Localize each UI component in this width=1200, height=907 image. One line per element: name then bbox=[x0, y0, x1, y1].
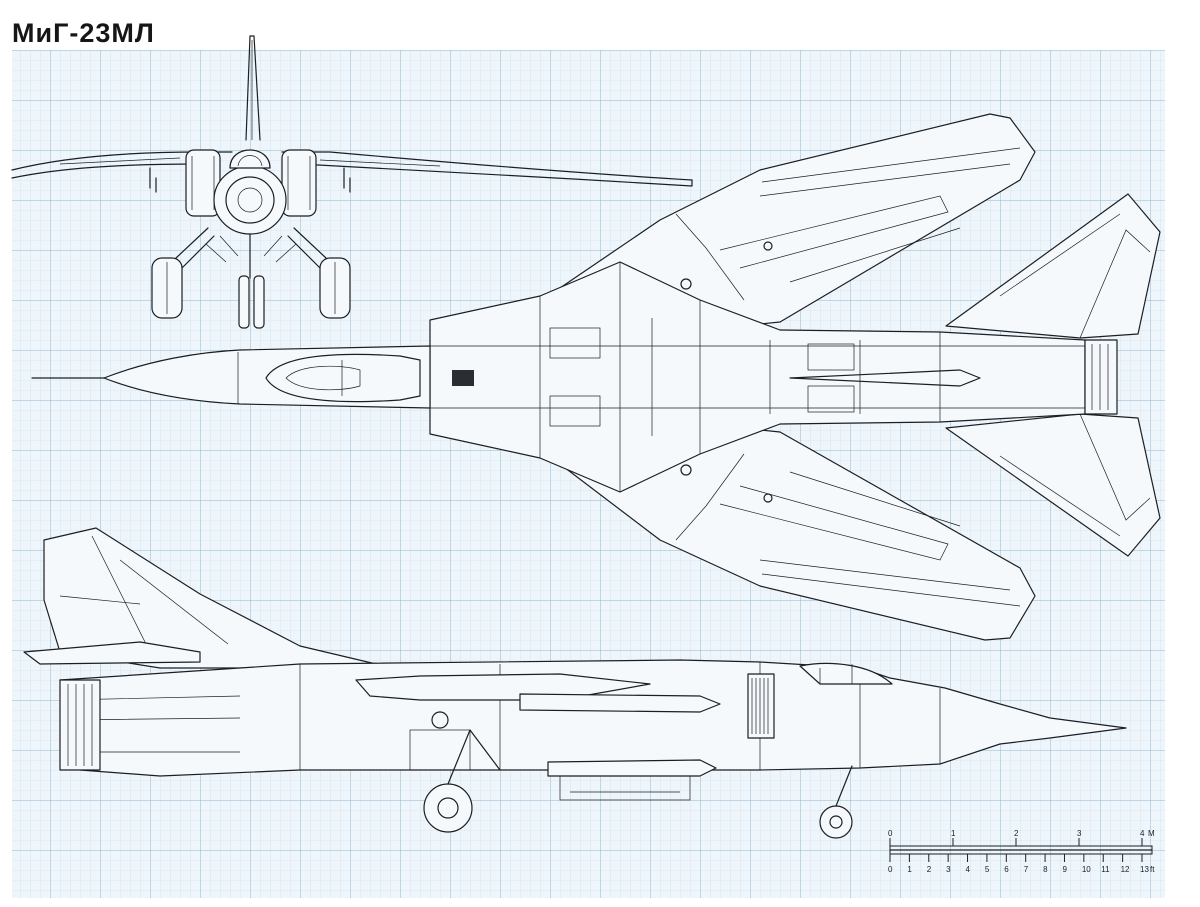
imperial-tick-label: 8 bbox=[1043, 865, 1048, 874]
imperial-tick-label: 12 bbox=[1121, 865, 1130, 874]
imperial-tick-label: 6 bbox=[1004, 865, 1009, 874]
imperial-tick-label: 3 bbox=[946, 865, 951, 874]
imperial-tick-label: 7 bbox=[1024, 865, 1029, 874]
imperial-tick-label: 9 bbox=[1062, 865, 1067, 874]
metric-tick-label: 0 bbox=[888, 829, 893, 838]
imperial-unit-label: ft bbox=[1150, 865, 1155, 874]
front-view bbox=[11, 35, 693, 329]
metric-tick-label: 3 bbox=[1077, 829, 1082, 838]
imperial-tick-label: 0 bbox=[888, 865, 893, 874]
imperial-tick-label: 11 bbox=[1101, 865, 1110, 874]
imperial-tick-label: 5 bbox=[985, 865, 990, 874]
top-view bbox=[31, 113, 1161, 641]
imperial-tick-label: 2 bbox=[927, 865, 932, 874]
metric-tick-label: 4 bbox=[1140, 829, 1145, 838]
metric-tick-label: 1 bbox=[951, 829, 956, 838]
imperial-tick-label: 13 bbox=[1140, 865, 1149, 874]
side-view bbox=[23, 527, 1127, 839]
metric-unit-label: M bbox=[1148, 829, 1155, 838]
metric-tick-label: 2 bbox=[1014, 829, 1019, 838]
drawing-title: МиГ-23МЛ bbox=[12, 18, 155, 48]
imperial-tick-label: 1 bbox=[907, 865, 912, 874]
imperial-tick-label: 10 bbox=[1082, 865, 1091, 874]
imperial-tick-label: 4 bbox=[966, 865, 971, 874]
